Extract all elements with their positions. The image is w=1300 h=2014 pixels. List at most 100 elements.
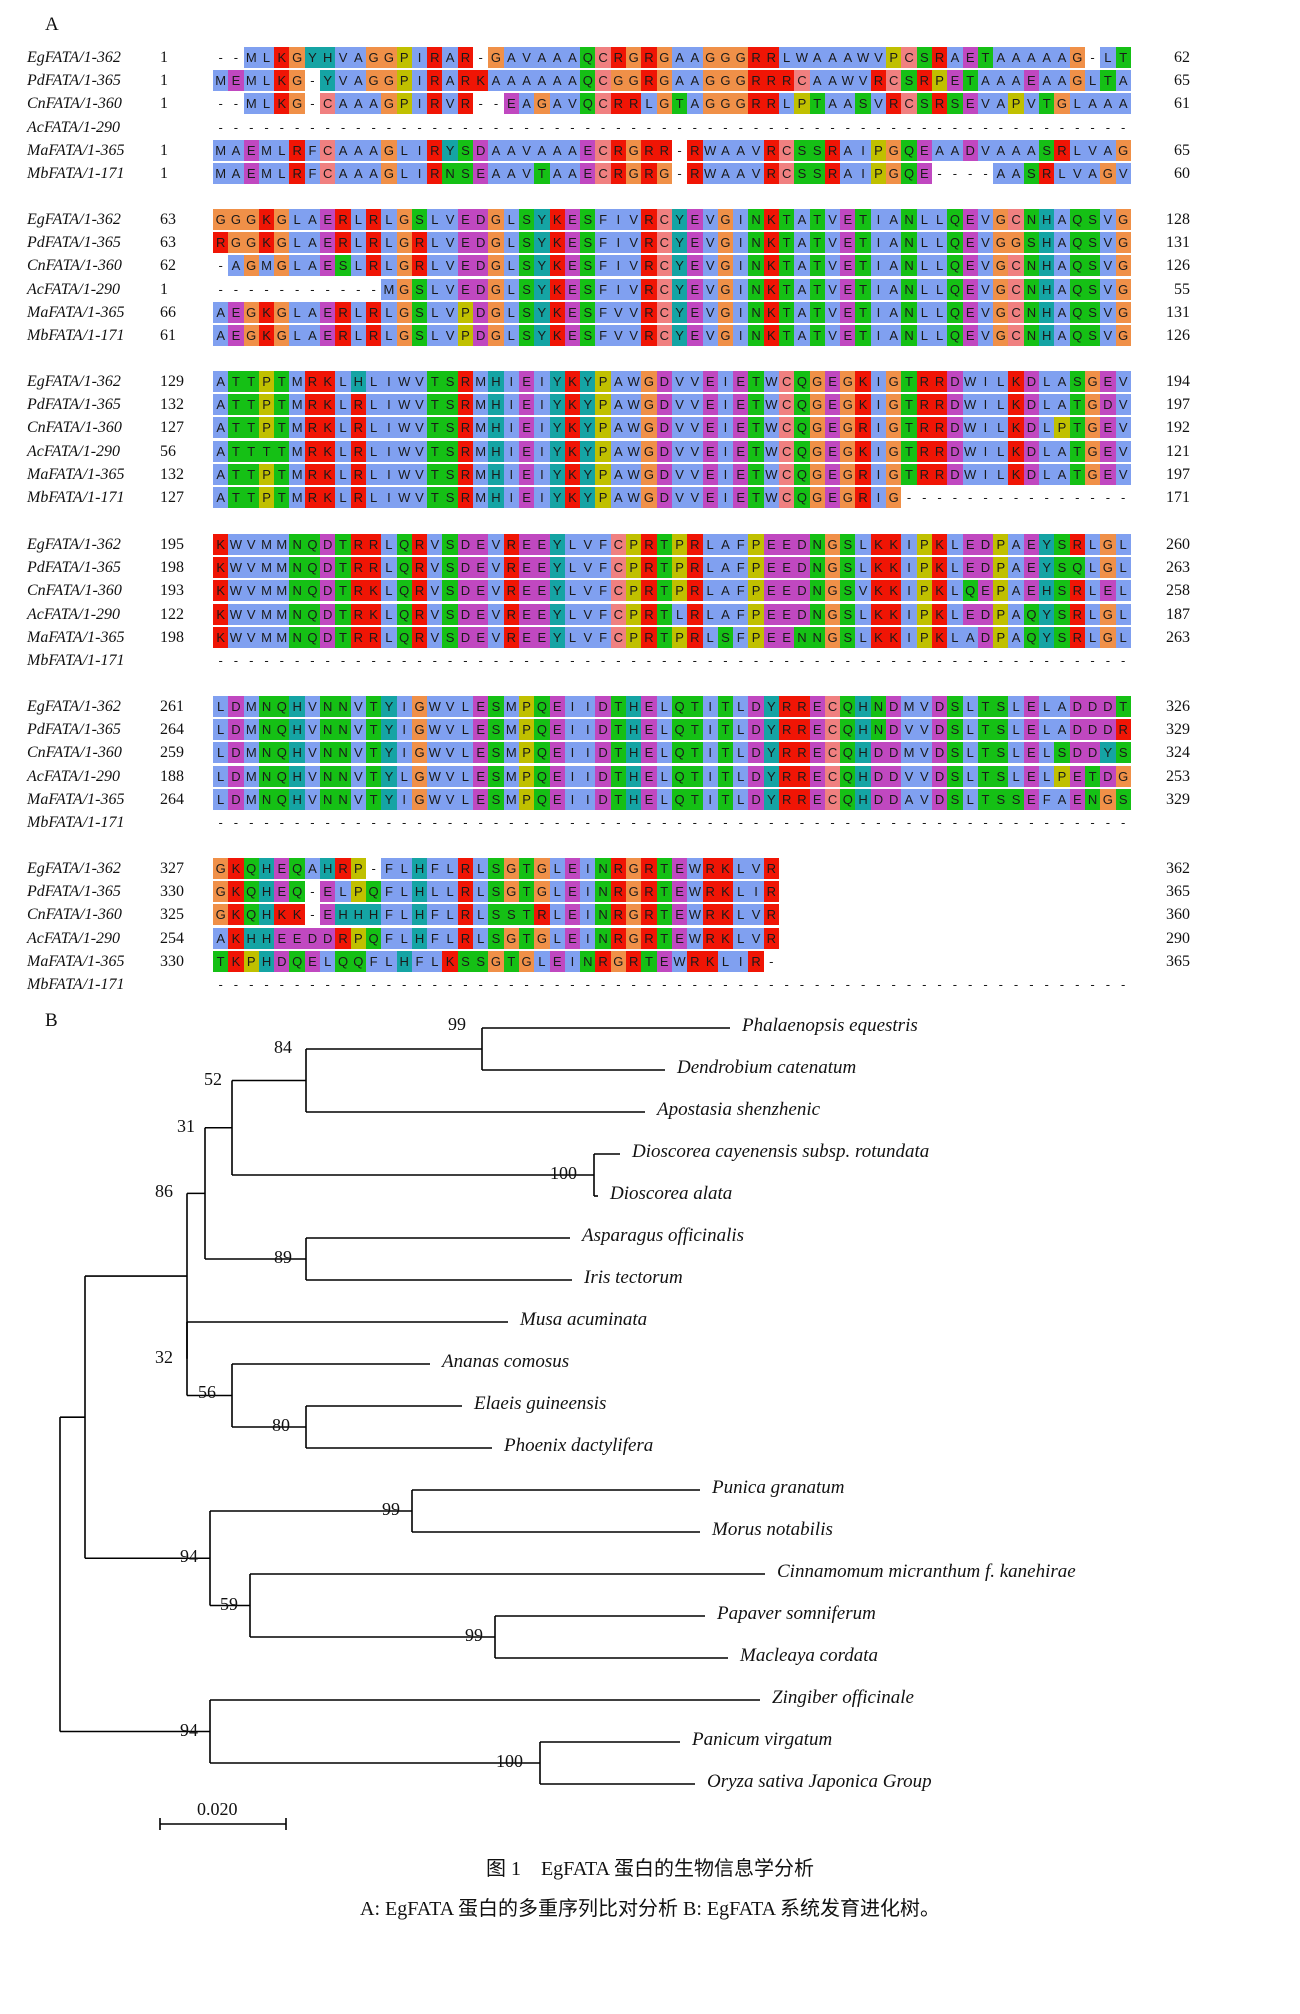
- tree-leaf-label: Dendrobium catenatum: [677, 1057, 857, 1078]
- sequence-end-position: 187: [1166, 605, 1190, 623]
- sequence-name: EgFATA/1-362: [27, 536, 121, 553]
- sequence-name: MaFATA/1-365: [27, 465, 125, 483]
- sequence-end-position: 362: [1166, 860, 1190, 877]
- tree-leaf-label: Panicum virgatum: [692, 1729, 833, 1750]
- sequence-name: AcFATA/1-290: [27, 118, 121, 136]
- sequence-start-position: 1: [160, 165, 168, 182]
- sequence-start-position: 259: [160, 744, 184, 762]
- sequence-residues: ----------------------------------------…: [218, 119, 1126, 135]
- sequence-start-position: 63: [160, 234, 176, 252]
- sequence-start-position: 132: [160, 465, 184, 483]
- alignment-row: MbFATA/1-171----------------------------…: [0, 811, 1300, 834]
- sequence-end-position: 290: [1166, 929, 1190, 947]
- bootstrap-value: 99: [382, 1499, 400, 1519]
- tree-leaf-label: Morus notabilis: [712, 1519, 833, 1540]
- sequence-start-position: 1: [160, 49, 168, 66]
- sequence-end-position: 197: [1166, 465, 1190, 483]
- sequence-start-position: 254: [160, 929, 184, 947]
- tree-leaf-label: Oryza sativa Japonica Group: [707, 1771, 932, 1792]
- sequence-start-position: 1: [160, 141, 168, 159]
- sequence-name: EgFATA/1-362: [27, 373, 121, 390]
- sequence-end-position: 329: [1166, 721, 1190, 739]
- sequence-start-position: 198: [160, 628, 184, 646]
- bootstrap-value: 99: [448, 1014, 466, 1034]
- sequence-end-position: 197: [1166, 396, 1190, 414]
- sequence-residues: ----------------------------------------…: [218, 653, 1126, 668]
- sequence-name: EgFATA/1-362: [27, 49, 121, 66]
- sequence-start-position: 330: [160, 952, 184, 970]
- sequence-start-position: 198: [160, 559, 184, 577]
- bootstrap-value: 99: [465, 1625, 483, 1645]
- sequence-name: AcFATA/1-290: [27, 767, 121, 785]
- sequence-end-position: 365: [1166, 952, 1190, 970]
- sequence-name: CnFATA/1-360: [27, 95, 122, 113]
- sequence-end-position: 326: [1166, 698, 1190, 715]
- sequence-name: PdFATA/1-365: [27, 721, 121, 739]
- tree-leaf-label: Iris tectorum: [584, 1267, 683, 1288]
- panel-a-label: A: [45, 14, 59, 35]
- tree-branches: [59, 1027, 765, 1830]
- tree-leaf-label: Macleaya cordata: [740, 1645, 879, 1666]
- sequence-name: MbFATA/1-171: [27, 489, 125, 506]
- sequence-name: PdFATA/1-365: [27, 234, 121, 252]
- figure-caption-title: 图 1 EgFATA 蛋白的生物信息学分析: [485, 1858, 815, 1880]
- sequence-name: MaFATA/1-365: [27, 952, 125, 970]
- sequence-start-position: 1: [160, 95, 168, 113]
- bootstrap-value: 100: [496, 1751, 523, 1771]
- figure-caption-sub: A: EgFATA 蛋白的多重序列比对分析 B: EgFATA 系统发育进化树。: [360, 1898, 940, 1920]
- sequence-residues: ----------------------------------------…: [218, 815, 1126, 830]
- bootstrap-value: 86: [155, 1181, 173, 1202]
- sequence-end-position: 194: [1166, 373, 1190, 390]
- sequence-name: CnFATA/1-360: [27, 582, 122, 600]
- sequence-name: EgFATA/1-362: [27, 860, 121, 877]
- tree-leaf-label: Dioscorea alata: [610, 1183, 733, 1204]
- sequence-name: PdFATA/1-365: [27, 72, 121, 90]
- alignment-row: MbFATA/1-171----------------------------…: [0, 973, 1300, 996]
- sequence-name: AcFATA/1-290: [27, 605, 121, 623]
- sequence-start-position: 195: [160, 536, 184, 553]
- scale-bar-label: 0.020: [197, 1799, 238, 1819]
- alignment-row: MbFATA/1-171----------------------------…: [0, 649, 1300, 672]
- sequence-end-position: 65: [1174, 72, 1190, 90]
- bootstrap-value: 56: [198, 1381, 216, 1402]
- sequence-end-position: 253: [1166, 767, 1190, 785]
- sequence-name: AcFATA/1-290: [27, 280, 121, 298]
- bootstrap-value: 94: [180, 1546, 198, 1567]
- sequence-residues: ----------------------------------------…: [218, 977, 1126, 992]
- sequence-name: MbFATA/1-171: [27, 327, 125, 344]
- bootstrap-value: 32: [155, 1346, 173, 1367]
- sequence-end-position: 258: [1166, 582, 1190, 600]
